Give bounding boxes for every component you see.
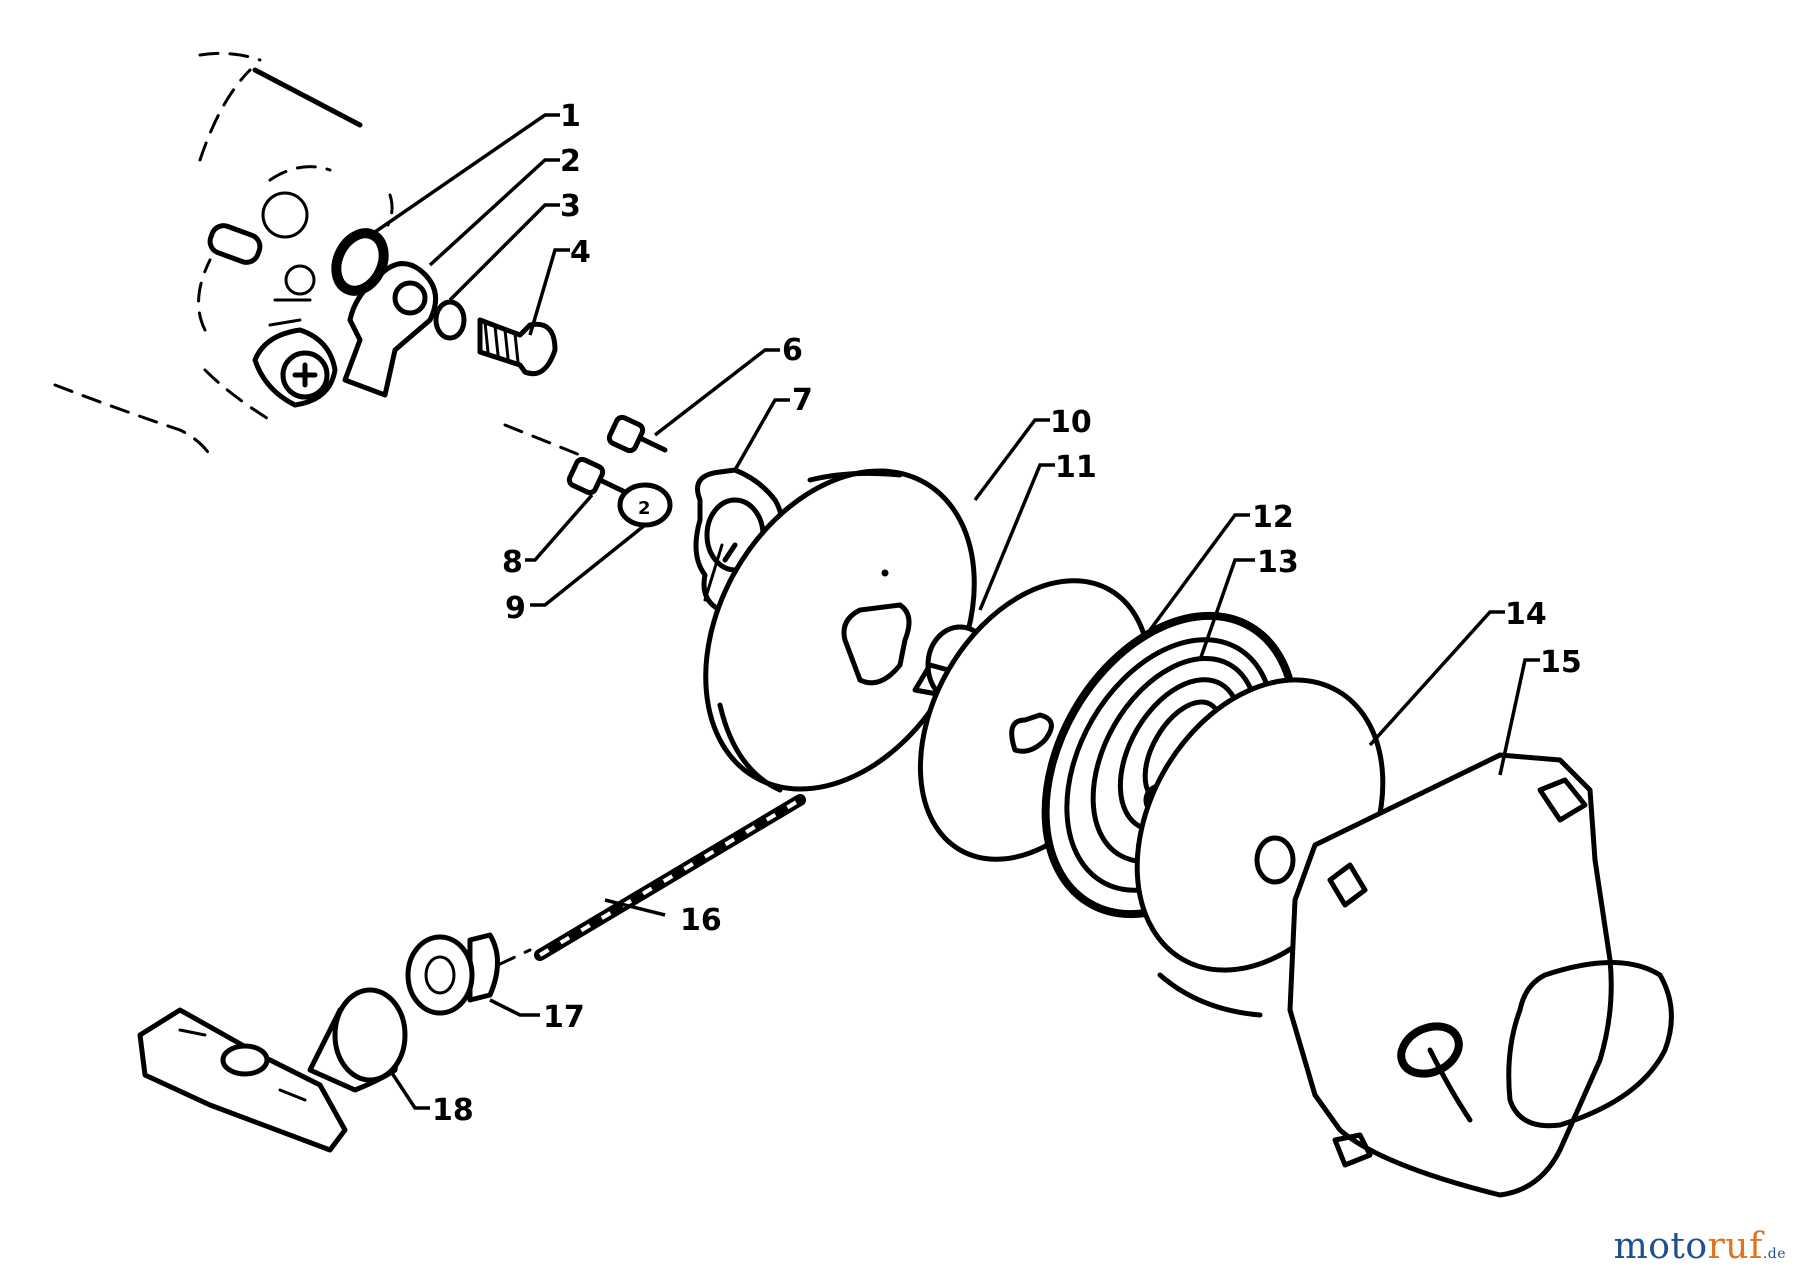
starter-rope	[534, 794, 806, 961]
callout-6: 6	[782, 333, 803, 368]
callout-15: 15	[1540, 645, 1582, 680]
engine-housing-outline	[53, 51, 394, 457]
motoruf-watermark: motoruf.de	[1614, 1226, 1786, 1267]
callout-18: 18	[432, 1093, 474, 1128]
callout-14: 14	[1505, 597, 1547, 632]
callout-2: 2	[560, 144, 581, 179]
callout-7: 7	[792, 383, 813, 418]
rope-insert	[405, 932, 532, 1016]
callout-8: 8	[502, 545, 523, 580]
callout-12: 12	[1252, 500, 1294, 535]
watermark-brand-b: ruf	[1707, 1226, 1763, 1267]
starter-cover-housing	[1287, 752, 1674, 1198]
callout-16: 16	[680, 903, 722, 938]
watermark-brand-a: moto	[1613, 1226, 1708, 1267]
watermark-tld: .de	[1762, 1246, 1786, 1262]
starter-handle	[137, 987, 408, 1153]
callout-4: 4	[570, 235, 591, 270]
callout-labels: 1 2 3 4 6 7 8 9 10 11 12 13 14 15 16 17 …	[432, 99, 1582, 1128]
pawl-bracket-assembly	[207, 191, 558, 408]
svg-text:2: 2	[638, 498, 651, 519]
callout-10: 10	[1050, 405, 1092, 440]
callout-9: 9	[505, 591, 526, 626]
callout-3: 3	[560, 189, 581, 224]
callout-11: 11	[1055, 450, 1097, 485]
screws-and-washers: 2	[503, 414, 785, 613]
callout-17: 17	[543, 1000, 585, 1035]
callout-13: 13	[1257, 545, 1299, 580]
callout-1: 1	[560, 99, 581, 134]
callout-leaders	[374, 113, 1540, 1110]
